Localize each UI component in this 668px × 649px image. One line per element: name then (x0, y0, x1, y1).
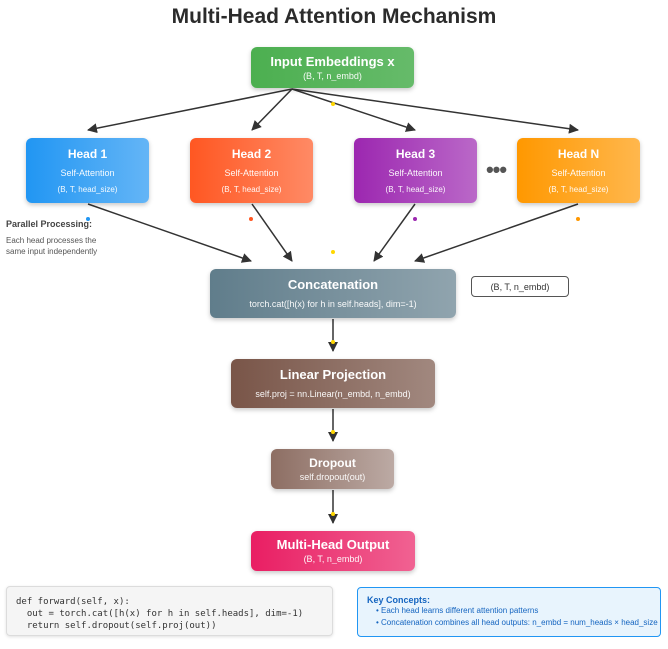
code-line: out = torch.cat([h(x) for h in self.head… (16, 609, 304, 619)
input-shape: (B, T, n_embd) (303, 70, 362, 81)
concatenation-node[interactable]: Concatenation torch.cat([h(x) for h in s… (210, 269, 456, 318)
note-title: Parallel Processing: (6, 219, 93, 229)
arrow-head-1-to-concat (87, 203, 252, 263)
head-shape: (B, T, head_size) (57, 185, 118, 194)
arrow-input-to-head-3 (291, 88, 416, 132)
head-subtitle: Self-Attention (224, 168, 279, 178)
flow-dot (86, 217, 90, 221)
head-subtitle: Self-Attention (388, 168, 443, 178)
arrow-head-3-to-concat (373, 203, 416, 262)
key-concepts-title: Key Concepts: (367, 595, 431, 605)
arrow-input-to-head-n (291, 88, 579, 134)
code-snippet-box: def forward(self, x): out = torch.cat([h… (6, 586, 333, 636)
flow-dot (331, 340, 335, 344)
head-shape: (B, T, head_size) (221, 185, 282, 194)
flow-dot (413, 217, 417, 221)
parallel-processing-note: Parallel Processing: Each head processes… (6, 219, 116, 257)
linear-projection-node[interactable]: Linear Projection self.proj = nn.Linear(… (231, 359, 435, 408)
flow-dot (331, 430, 335, 434)
arrow-input-to-head-2 (251, 88, 293, 131)
code-line: return self.dropout(self.proj(out)) (16, 621, 217, 631)
arrow-head-2-to-concat (251, 203, 293, 262)
concat-title: Concatenation (287, 277, 379, 292)
note-body: Each head processes the same input indep… (6, 236, 98, 256)
dropout-code: self.dropout(out) (299, 472, 366, 482)
head-shape: (B, T, head_size) (548, 185, 609, 194)
dropout-title: Dropout (309, 456, 356, 470)
input-embeddings-node[interactable]: Input Embeddings x (B, T, n_embd) (251, 47, 414, 88)
head-subtitle: Self-Attention (551, 168, 606, 178)
concat-shape-label: (B, T, n_embd) (471, 276, 569, 297)
output-shape: (B, T, n_embd) (303, 554, 363, 564)
concat-code: torch.cat([h(x) for h in self.heads], di… (249, 299, 417, 309)
multi-head-output-node[interactable]: Multi-Head Output (B, T, n_embd) (251, 531, 415, 571)
head-3-node[interactable]: Head 3 Self-Attention (B, T, head_size) (354, 138, 477, 203)
more-heads-ellipsis: ••• (485, 157, 507, 182)
head-n-node[interactable]: Head N Self-Attention (B, T, head_size) (517, 138, 640, 203)
head-title: Head 3 (395, 147, 436, 161)
head-shape: (B, T, head_size) (385, 185, 446, 194)
head-subtitle: Self-Attention (60, 168, 115, 178)
head-1-node[interactable]: Head 1 Self-Attention (B, T, head_size) (26, 138, 149, 203)
linear-title: Linear Projection (279, 367, 387, 382)
flow-dot (331, 512, 335, 516)
arrow-head-n-to-concat (414, 203, 579, 263)
linear-code: self.proj = nn.Linear(n_embd, n_embd) (255, 389, 411, 399)
key-concept-item: • Concatenation combines all head output… (376, 618, 658, 627)
code-line: def forward(self, x): (16, 597, 130, 607)
page-title: Multi-Head Attention Mechanism (171, 5, 497, 28)
arrow-input-to-head-1 (87, 88, 293, 134)
input-title: Input Embeddings x (270, 53, 395, 69)
flow-dot (331, 250, 335, 254)
head-title: Head 1 (67, 147, 108, 161)
key-concepts-box: Key Concepts: • Each head learns differe… (357, 587, 661, 637)
flow-dot (331, 102, 335, 106)
flow-dot (576, 217, 580, 221)
head-title: Head 2 (231, 147, 272, 161)
head-2-node[interactable]: Head 2 Self-Attention (B, T, head_size) (190, 138, 313, 203)
output-title: Multi-Head Output (276, 537, 390, 552)
flow-dot (249, 217, 253, 221)
dropout-node[interactable]: Dropout self.dropout(out) (271, 449, 394, 489)
key-concept-item: • Each head learns different attention p… (376, 606, 539, 615)
head-title: Head N (557, 147, 600, 161)
